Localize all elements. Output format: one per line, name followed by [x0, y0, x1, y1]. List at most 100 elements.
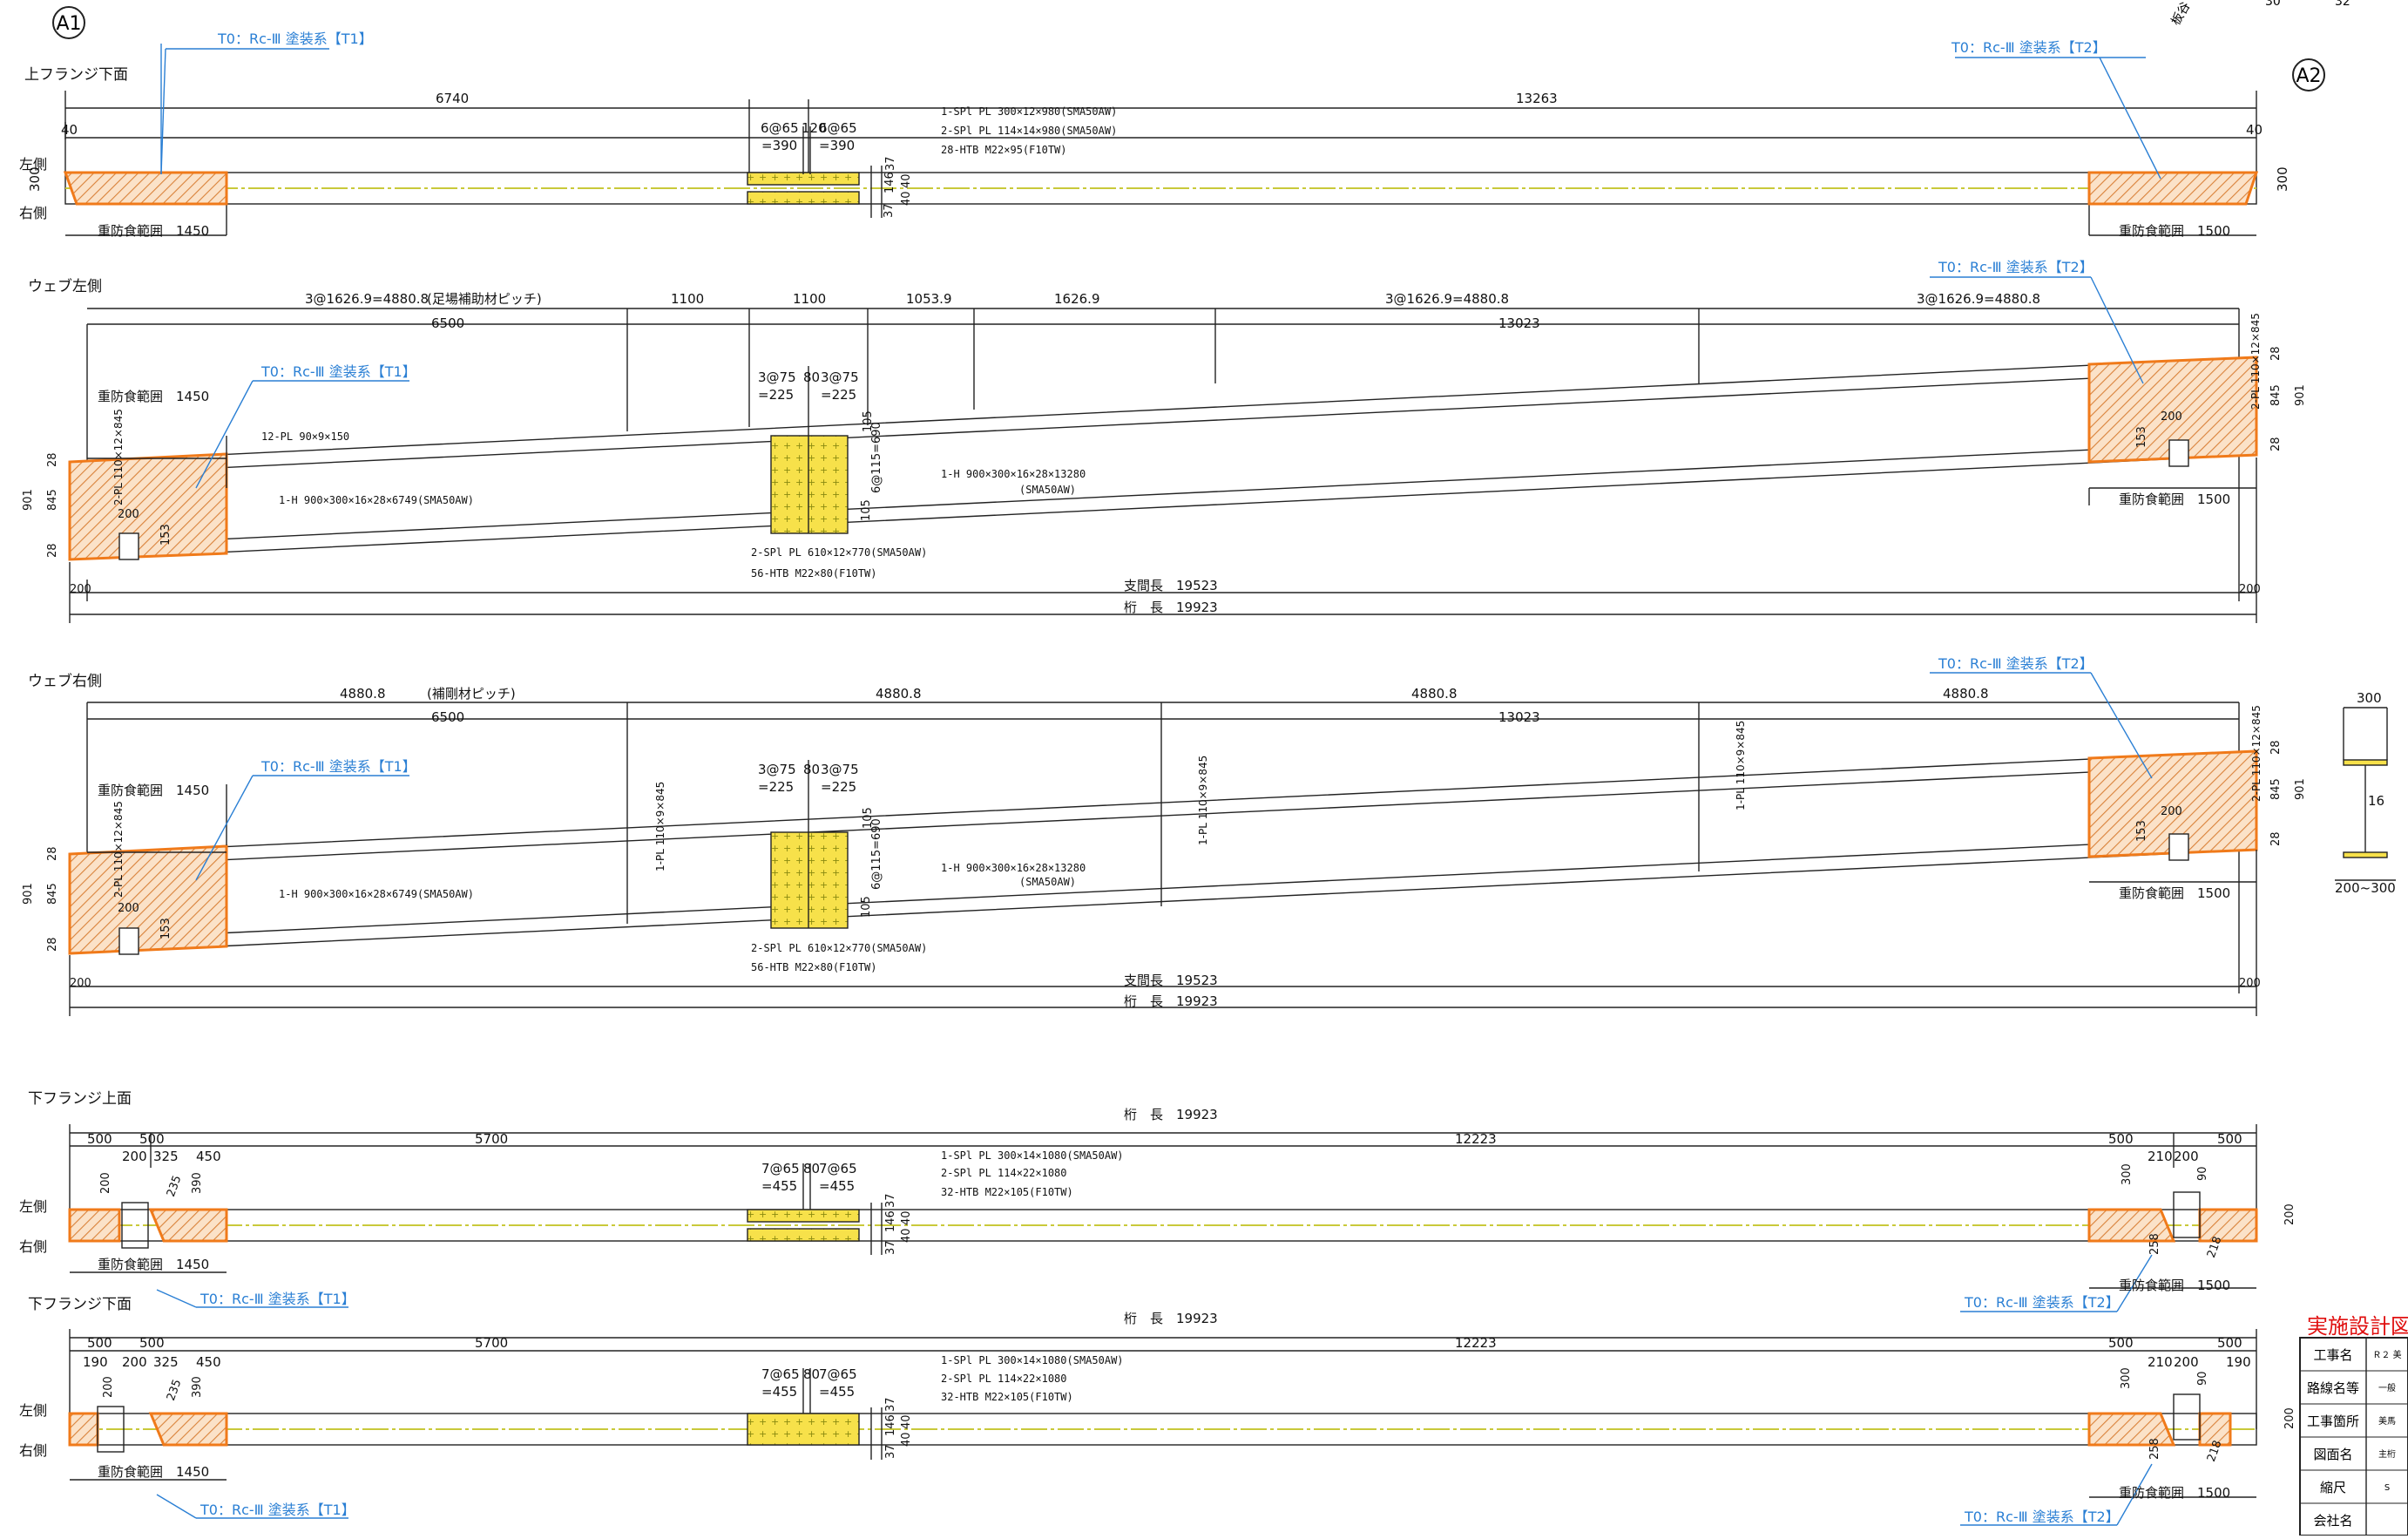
wl-v845: 845	[46, 489, 59, 511]
bfb-paint-t2: T0：Rc-Ⅲ 塗装系【T2】	[1964, 1508, 2120, 1525]
paint-t1-label: T0：Rc-Ⅲ 塗装系【T1】	[217, 31, 373, 47]
wr-top-1: 4880.8	[340, 686, 386, 702]
web-right-view	[68, 672, 2258, 1016]
wr-sp-4: =225	[758, 779, 794, 795]
wl-paint-t2: T0：Rc-Ⅲ 塗装系【T2】	[1938, 259, 2093, 275]
bfb-b9: 40	[900, 1432, 913, 1447]
tb-value-3: 主桁	[2378, 1448, 2396, 1460]
web-left-title: ウェブ左側	[28, 277, 102, 295]
zone-1500: 重防食範囲 1500	[2119, 223, 2230, 239]
bfb-paint-t1: T0：Rc-Ⅲ 塗装系【T1】	[200, 1502, 355, 1518]
v146: 146	[883, 172, 896, 193]
bfb-d-500b: 500	[139, 1335, 165, 1351]
bft-d-500c: 500	[2108, 1131, 2134, 1147]
wr-splice-pl: 2-SPl PL 610×12×770(SMA50AW)	[751, 942, 927, 954]
wl-v28b-r: 28	[2269, 437, 2283, 451]
bft-paint-t2: T0：Rc-Ⅲ 塗装系【T2】	[1964, 1294, 2120, 1311]
bfb-d-235: 235	[165, 1378, 185, 1402]
tb-value-1: 一般	[2378, 1382, 2396, 1393]
bfb-d-5700: 5700	[475, 1335, 508, 1351]
wl-d200b: 200	[70, 583, 91, 596]
title-block: 実施設計図 工事名 路線名等 工事箇所 図面名 縮尺 会社名 Ｒ２ 美 一般 美…	[2299, 1314, 2408, 1536]
wr-v845-r: 845	[2269, 778, 2283, 800]
bfb-d-200: 200	[122, 1354, 147, 1370]
corner-text-b: 30	[2265, 0, 2281, 9]
wr-dim-13023: 13023	[1498, 709, 1540, 725]
bft-d-390: 390	[191, 1172, 204, 1194]
bft-d-5700: 5700	[475, 1131, 508, 1147]
wl-v28a: 28	[46, 452, 59, 467]
v37a: 37	[884, 156, 897, 171]
left-side-label: 左側	[19, 156, 47, 173]
bottom-flange-top-view	[68, 1124, 2258, 1312]
abutment-marker-a1: A1	[52, 6, 85, 39]
wl-top-8: 3@1626.9=4880.8	[1917, 291, 2040, 307]
bft-b3: 7@65	[819, 1161, 857, 1176]
wr-top-4: 4880.8	[1411, 686, 1458, 702]
bolt-gap: 120	[802, 120, 827, 136]
wr-beam-left: 1-H 900×300×16×28×6749(SMA50AW)	[279, 888, 474, 900]
bfb-b6: 37	[884, 1397, 897, 1412]
wl-top-4: 1100	[793, 291, 826, 307]
wr-end-pl: 2-PL 110×12×845	[112, 801, 125, 898]
wl-beam-right-mat: (SMA50AW)	[1019, 484, 1076, 496]
wr-stiff-1: 1-PL 110×9×845	[654, 782, 666, 871]
wl-beam-right: 1-H 900×300×16×28×13280	[941, 468, 1086, 480]
section-bottom: 200~300	[2335, 880, 2396, 896]
corner-text-c: 32	[2335, 0, 2351, 9]
bfb-d-210: 210	[2148, 1354, 2173, 1370]
wr-top-3: 4880.8	[876, 686, 922, 702]
bottom-flange-bottom-texts: 下フランジ下面 桁 長 19923 500 500 5700 12223 500…	[19, 1296, 2296, 1525]
wr-zone-1500: 重防食範囲 1500	[2119, 885, 2230, 901]
bfb-note-2: 2-SPl PL 114×22×1080	[941, 1373, 1067, 1385]
bottom-flange-bottom-view	[68, 1329, 2257, 1526]
wl-girder: 桁 長 19923	[1124, 600, 1218, 615]
bolt-pitch-left: 6@65	[761, 120, 799, 136]
width-300-right: 300	[2275, 166, 2290, 192]
wr-d153-r: 153	[2135, 820, 2148, 842]
tb-label-4: 縮尺	[2320, 1480, 2346, 1495]
wl-v845-r: 845	[2269, 384, 2283, 406]
wl-sp-5: =225	[821, 387, 856, 403]
bft-b8: 40	[900, 1210, 913, 1225]
wl-sp-2: 80	[803, 369, 820, 385]
bft-d-235: 235	[165, 1174, 185, 1198]
bft-note-1: 1-SPl PL 300×14×1080(SMA50AW)	[941, 1149, 1124, 1162]
tf-note-1: 1-SPl PL 300×12×980(SMA50AW)	[941, 105, 1117, 118]
bft-paint-t1: T0：Rc-Ⅲ 塗装系【T1】	[200, 1291, 355, 1307]
tb-value-2: 美馬	[2378, 1415, 2396, 1427]
wr-end-pl-right: 2-PL 110×12×845	[2250, 705, 2263, 802]
section-top: 300	[2357, 690, 2382, 706]
top-flange-texts: T0：Rc-Ⅲ 塗装系【T1】 T0：Rc-Ⅲ 塗装系【T2】 6740 132…	[19, 31, 2290, 239]
wr-zone-1450: 重防食範囲 1450	[98, 783, 209, 798]
bfb-b10: 37	[884, 1444, 897, 1459]
zone-1450: 重防食範囲 1450	[98, 223, 209, 239]
wr-splice-htb: 56-HTB M22×80(F10TW)	[751, 961, 877, 973]
bfb-d-300: 300	[2120, 1367, 2133, 1389]
bfb-zone-1450: 重防食範囲 1450	[98, 1464, 209, 1480]
wr-sp-3: 3@75	[821, 762, 859, 777]
wl-sp-1: 3@75	[758, 369, 796, 385]
bfb-d-200c: 200	[102, 1376, 115, 1398]
bft-girder: 桁 長 19923	[1124, 1107, 1218, 1122]
wr-v28b: 28	[46, 937, 59, 952]
bft-d-500d: 500	[2217, 1131, 2242, 1147]
top-flange-view: 上フランジ下面	[24, 44, 2259, 236]
bfb-d-390: 390	[191, 1376, 204, 1398]
title-block-heading: 実施設計図	[2307, 1314, 2408, 1339]
wr-d200c: 200	[2239, 977, 2261, 990]
bfb-d-258: 258	[2148, 1438, 2161, 1460]
wl-v28a-r: 28	[2269, 346, 2283, 361]
bfb-d-12223: 12223	[1455, 1335, 1497, 1351]
dim-13263: 13263	[1516, 91, 1558, 106]
bft-d-12223: 12223	[1455, 1131, 1497, 1147]
bfb-d-200d: 200	[2283, 1407, 2296, 1429]
bfb-note-1: 1-SPl PL 300×14×1080(SMA50AW)	[941, 1354, 1124, 1366]
right-side-label: 右側	[19, 205, 47, 221]
bft-d-200d: 200	[2283, 1203, 2296, 1225]
bft-b7: 146	[884, 1210, 897, 1232]
wl-paint-t1: T0：Rc-Ⅲ 塗装系【T1】	[260, 363, 416, 380]
bfb-zone-1500: 重防食範囲 1500	[2119, 1485, 2230, 1501]
